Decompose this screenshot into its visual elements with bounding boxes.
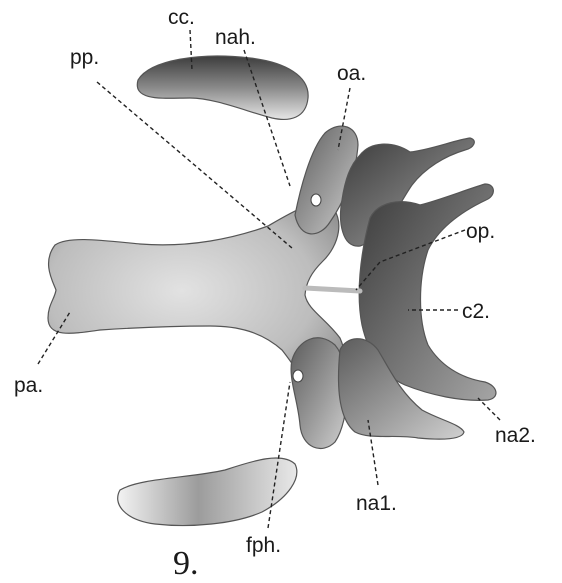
label-na1: na1.	[356, 492, 397, 515]
nah-foramen	[311, 194, 321, 206]
label-na2: na2.	[495, 424, 536, 447]
figure-number: 9.	[173, 545, 199, 582]
leader-na2	[478, 398, 500, 420]
label-fph: fph.	[246, 534, 281, 557]
label-pa: pa.	[14, 374, 43, 397]
label-nah: nah.	[215, 26, 256, 49]
label-oa: oa.	[337, 62, 366, 85]
leader-fph	[268, 382, 290, 528]
label-cc: cc.	[168, 6, 195, 29]
label-pp: pp.	[70, 46, 99, 69]
lower-cartilage-shape	[118, 458, 297, 526]
fph-foramen	[293, 370, 303, 382]
op-ligament	[305, 288, 360, 291]
label-op: op.	[466, 220, 495, 243]
upper-cartilage-shape	[137, 56, 308, 119]
label-c2: c2.	[462, 300, 490, 323]
